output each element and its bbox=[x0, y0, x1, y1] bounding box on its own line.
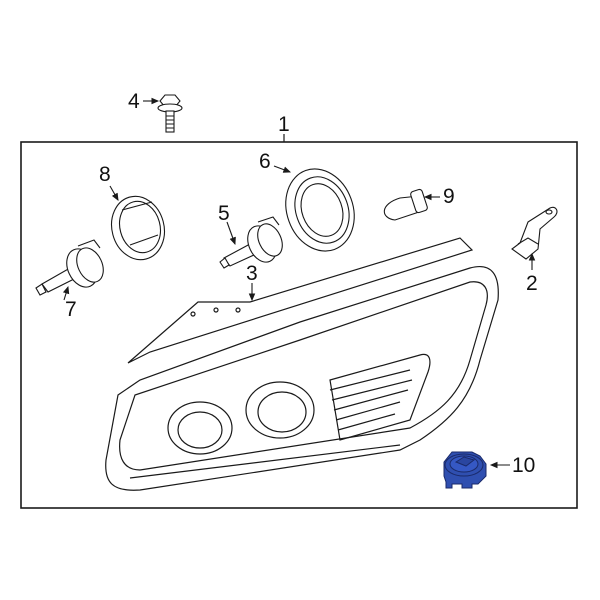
bulb-9-icon[interactable] bbox=[383, 188, 428, 221]
callout-6[interactable]: 6 bbox=[259, 150, 271, 173]
assembly-frame bbox=[20, 141, 578, 509]
headlamp-assembly-icon[interactable] bbox=[105, 266, 499, 491]
callout-2[interactable]: 2 bbox=[526, 272, 538, 295]
bracket-2-icon[interactable] bbox=[511, 206, 558, 260]
callout-3[interactable]: 3 bbox=[246, 262, 258, 285]
bolt-icon[interactable] bbox=[157, 94, 183, 133]
callout-5[interactable]: 5 bbox=[218, 202, 230, 225]
bulb-cover-6-icon[interactable] bbox=[275, 159, 366, 261]
bulb-7-icon[interactable] bbox=[35, 239, 108, 296]
trim-strip-3-icon[interactable] bbox=[127, 237, 474, 364]
callout-7[interactable]: 7 bbox=[65, 298, 77, 321]
bulb-5-icon[interactable] bbox=[219, 216, 287, 269]
callout-4[interactable]: 4 bbox=[128, 90, 140, 113]
callout-8[interactable]: 8 bbox=[99, 163, 111, 186]
bulb-cover-8-icon[interactable] bbox=[105, 190, 172, 265]
callout-10[interactable]: 10 bbox=[512, 454, 536, 477]
socket-cap-10-icon[interactable] bbox=[443, 451, 487, 489]
callout-9[interactable]: 9 bbox=[443, 185, 455, 208]
callout-1[interactable]: 1 bbox=[278, 113, 290, 136]
